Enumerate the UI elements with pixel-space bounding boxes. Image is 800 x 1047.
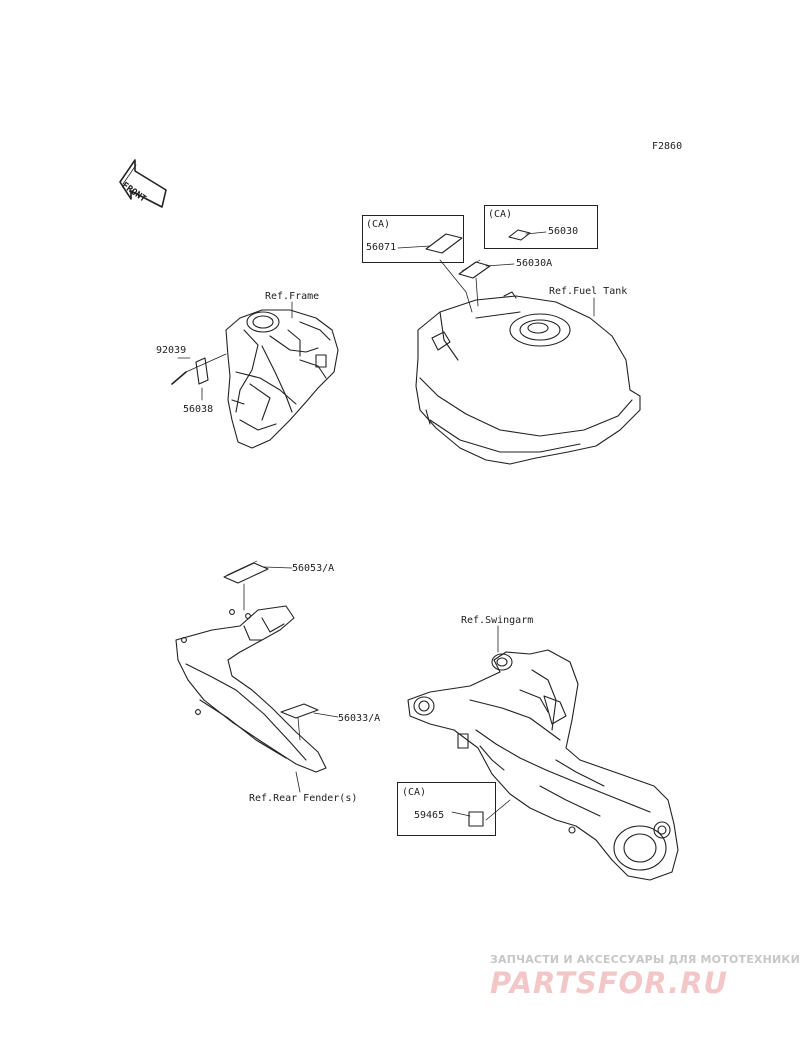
part-number-56030: 56030 <box>548 226 579 237</box>
decal-56033A-part <box>280 703 319 719</box>
ca-box-56030 <box>484 205 598 249</box>
ca-box-56071 <box>362 215 464 263</box>
ca-label-2: (CA) <box>488 209 513 220</box>
ref-fuel-tank-label: Ref.Fuel Tank <box>549 286 628 297</box>
decal-56071-part <box>425 233 463 254</box>
front-arrow-icon <box>119 159 167 208</box>
ref-rear-fender-label: Ref.Rear Fender(s) <box>249 793 358 804</box>
ref-swingarm-label: Ref.Swingarm <box>461 615 534 626</box>
decal-56053A-part <box>223 562 269 584</box>
watermark-tagline: ЗАПЧАСТИ И АКСЕССУАРЫ ДЛЯ МОТОТЕХНИКИ <box>490 953 800 966</box>
label-59465-part <box>468 811 484 827</box>
part-number-56038: 56038 <box>183 404 214 415</box>
ref-frame-label: Ref.Frame <box>265 291 320 302</box>
fuel-tank-illustration <box>415 291 641 465</box>
part-number-56053A: 56053/A <box>292 563 335 574</box>
ca-label-3: (CA) <box>402 787 427 798</box>
swingarm-illustration <box>407 649 679 881</box>
rear-fender-illustration <box>175 605 327 773</box>
part-number-56071: 56071 <box>366 242 397 253</box>
decal-56030-part <box>508 229 531 241</box>
ca-box-59465 <box>397 782 496 836</box>
part-number-56033A: 56033/A <box>338 713 381 724</box>
label-56038-part <box>195 357 209 385</box>
part-number-59465: 59465 <box>414 810 445 821</box>
figure-code: F2860 <box>652 141 683 152</box>
part-number-92039: 92039 <box>156 345 187 356</box>
frame-illustration <box>225 309 339 449</box>
part-number-56030A: 56030A <box>516 258 553 269</box>
bolt-92039-part <box>171 371 187 385</box>
ca-label-1: (CA) <box>366 219 391 230</box>
watermark-logo: PARTSFOR.RU <box>490 966 728 1000</box>
